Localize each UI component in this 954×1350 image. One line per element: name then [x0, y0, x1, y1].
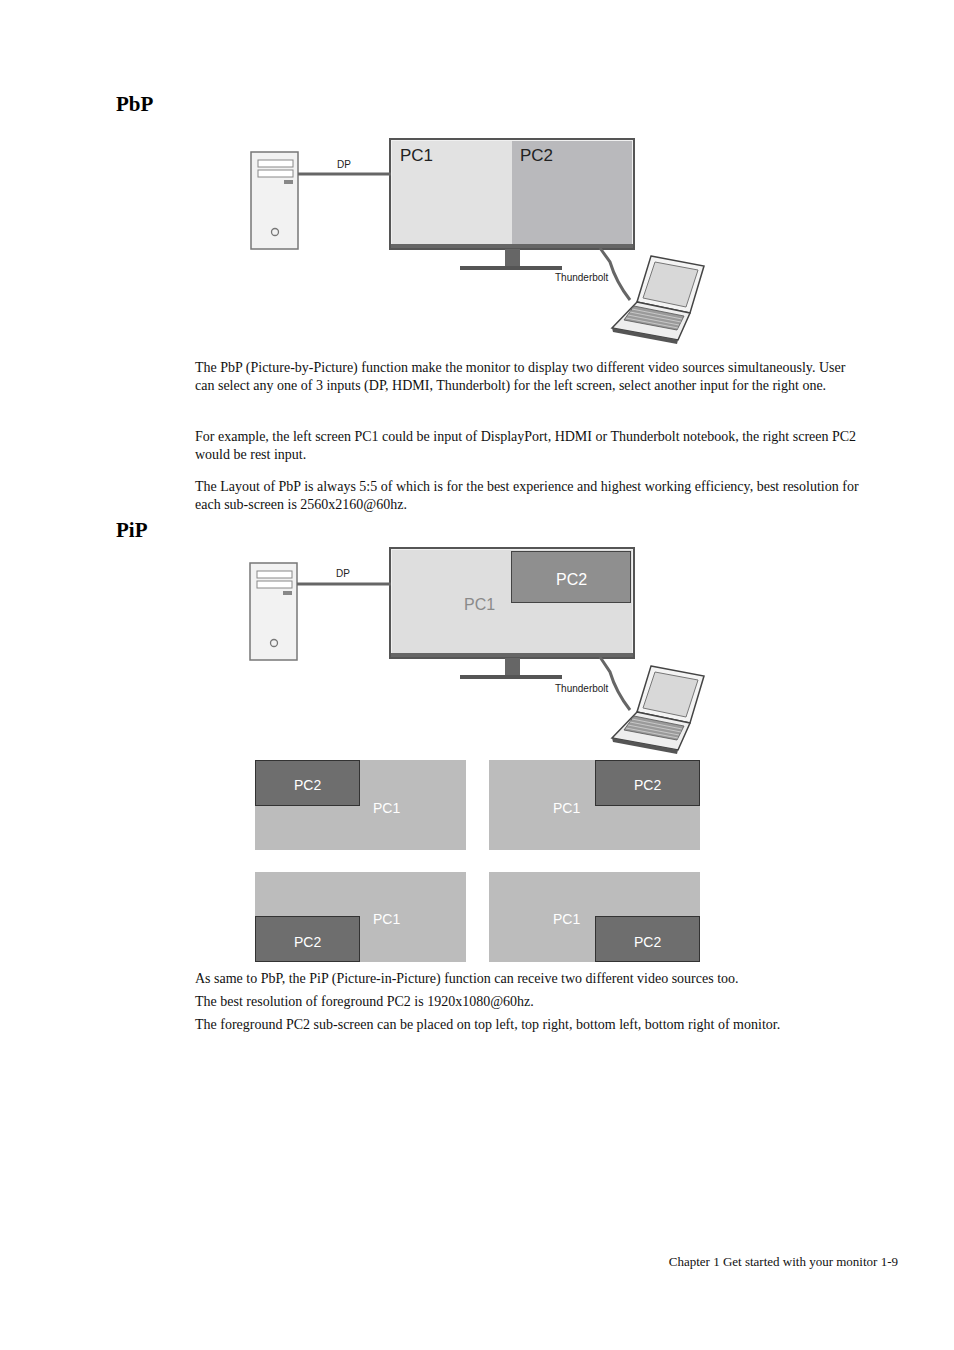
body-text: The PbP (Picture-by-Picture) function ma… [195, 359, 860, 395]
screen-region: PC1 PC2 [255, 760, 466, 850]
source-label: PC2 [556, 572, 587, 588]
section-heading: PiP [116, 519, 236, 542]
source-label: PC2 [520, 147, 553, 164]
body-text: As same to PbP, the PiP (Picture-in-Pict… [195, 970, 895, 988]
body-text: For example, the left screen PC1 could b… [195, 428, 860, 464]
cable-label: Thunderbolt [554, 273, 609, 283]
source-label: PC1 [373, 801, 400, 815]
dp-cable [297, 583, 391, 586]
screen-region: PC1PC2 [255, 872, 466, 962]
source-label: PC1 [464, 597, 495, 613]
monitor [390, 139, 634, 270]
body-text: The foreground PC2 sub-screen can be pla… [195, 1016, 895, 1034]
cable-label: DP [335, 569, 351, 579]
dp-cable [298, 173, 391, 176]
source-label: PC1 [373, 912, 400, 926]
source-label: PC1 [400, 147, 433, 164]
screen-region: PC1 PC2 [489, 760, 700, 850]
pc-tower [251, 152, 298, 249]
source-label: PC2 [294, 778, 321, 792]
cable-label: DP [336, 160, 352, 170]
source-label: PC1 [553, 801, 580, 815]
cable-label: Thunderbolt [554, 684, 609, 694]
pc-tower [250, 563, 297, 660]
laptop [612, 666, 704, 754]
source-label: PC2 [294, 935, 321, 949]
laptop [612, 256, 704, 344]
foreground-subscreen: PC2 [255, 916, 360, 962]
body-text: The best resolution of foreground PC2 is… [195, 993, 895, 1011]
section-heading: PbP [116, 93, 236, 116]
foreground-subscreen: PC2 [595, 916, 700, 962]
foreground-subscreen: PC2 [511, 551, 631, 603]
foreground-subscreen: PC2 [255, 760, 360, 806]
source-label: PC2 [634, 778, 661, 792]
source-label: PC1 [553, 912, 580, 926]
page-footer: Chapter 1 Get started with your monitor … [500, 1255, 898, 1269]
source-label: PC2 [634, 935, 661, 949]
screen-region: PC2 [512, 141, 632, 244]
screen-region: PC1 [392, 141, 512, 244]
screen-region: PC1 PC2 [392, 550, 632, 653]
foreground-subscreen: PC2 [595, 760, 700, 806]
body-text: The Layout of PbP is always 5:5 of which… [195, 478, 860, 514]
monitor [390, 548, 634, 679]
screen-region: PC1PC2 [489, 872, 700, 962]
